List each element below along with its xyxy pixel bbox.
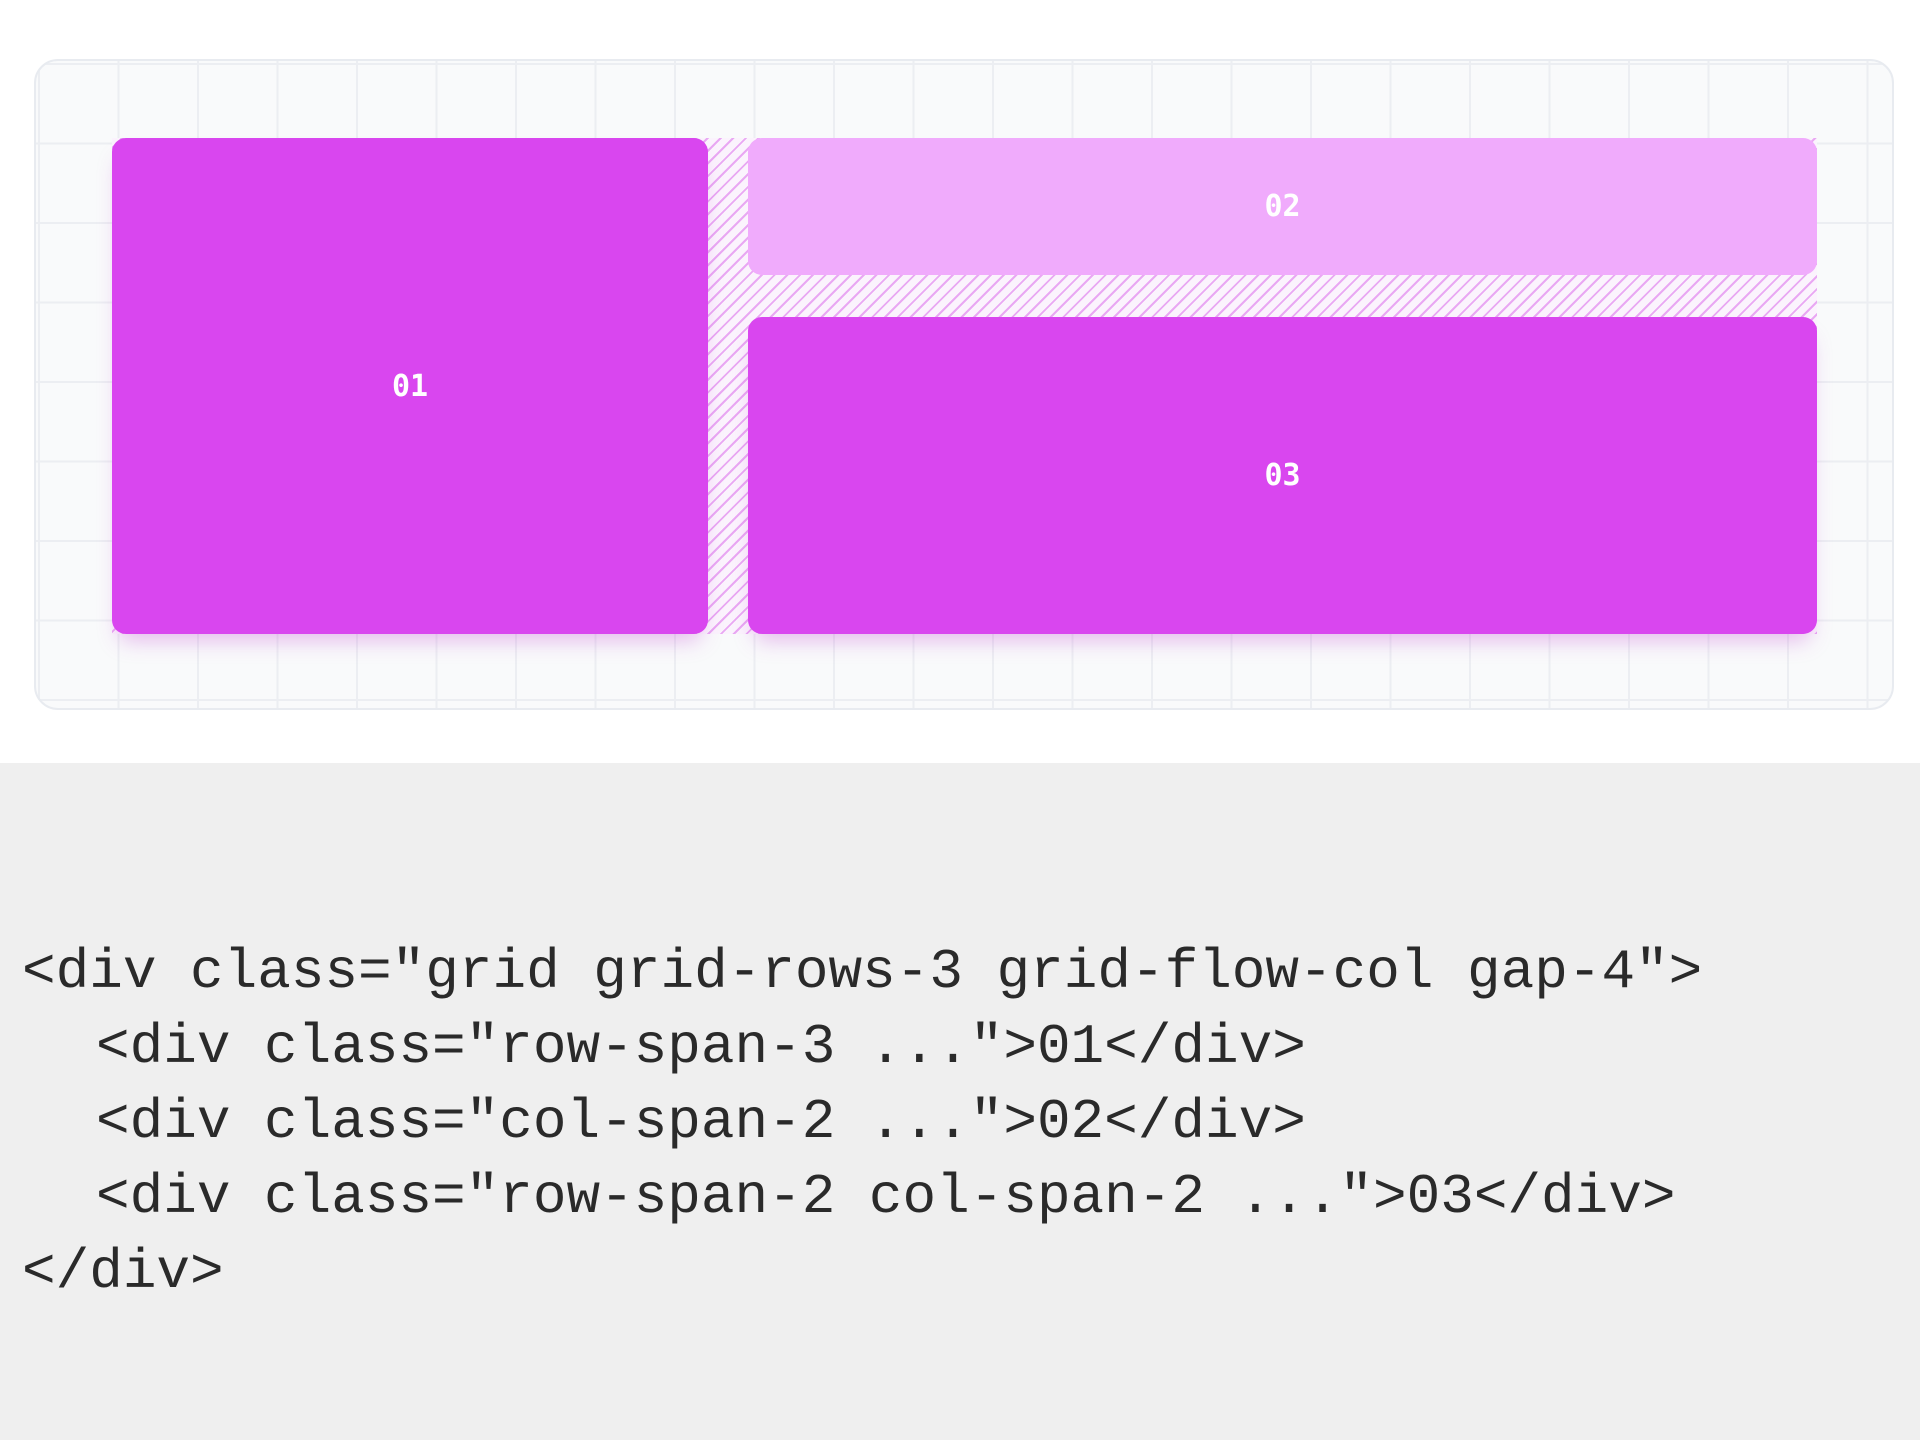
code-line: <div class="grid grid-rows-3 grid-flow-c… <box>22 940 1703 1004</box>
code-snippet: <div class="grid grid-rows-3 grid-flow-c… <box>22 935 1702 1310</box>
preview-area: 01 02 03 <box>0 0 1920 763</box>
grid-container: 01 02 03 <box>112 138 1817 634</box>
code-line: </div> <box>22 1240 224 1304</box>
grid-item-03: 03 <box>748 317 1817 634</box>
grid-item-01: 01 <box>112 138 708 634</box>
grid-item-03-label: 03 <box>1264 458 1301 493</box>
code-line: <div class="row-span-3 ...">01</div> <box>96 1015 1306 1079</box>
grid-item-02: 02 <box>748 138 1817 275</box>
grid-item-01-label: 01 <box>391 368 429 404</box>
grid-item-02-label: 02 <box>1264 189 1301 224</box>
code-line: <div class="col-span-2 ...">02</div> <box>96 1090 1306 1154</box>
code-line: <div class="row-span-2 col-span-2 ...">0… <box>96 1165 1676 1229</box>
